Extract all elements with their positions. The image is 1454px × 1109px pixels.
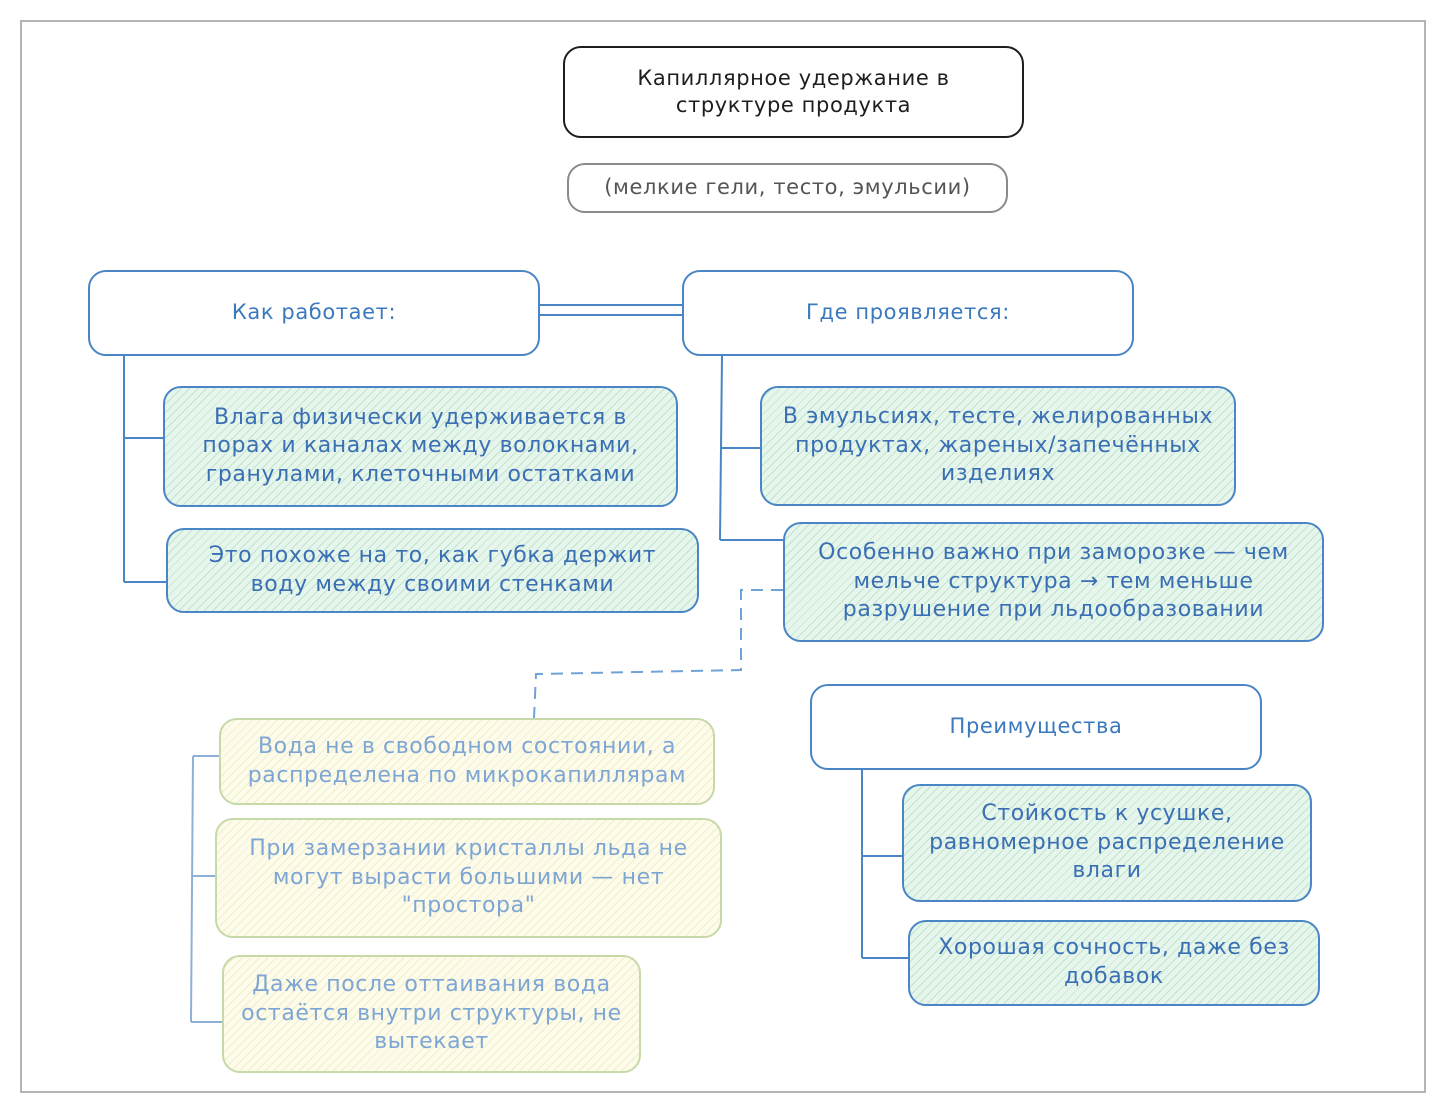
how-item-1-text: Влага физически удерживается в порах и к… — [202, 404, 639, 487]
freeze-item-2: При замерзании кристаллы льда не могут в… — [215, 818, 722, 938]
subtitle-text: (мелкие гели, тесто, эмульсии) — [604, 175, 971, 200]
connector-where-tree — [719, 355, 783, 541]
freeze-item-2-text: При замерзании кристаллы льда не могут в… — [249, 836, 688, 919]
how-header-box: Как работает: — [88, 270, 540, 356]
freeze-item-3-text: Даже после оттаивания вода остаётся внут… — [241, 972, 622, 1055]
connector-how-where — [540, 304, 682, 316]
connector-freeze-dashed — [533, 589, 783, 719]
advantages-item-1: Стойкость к усушке, равномерное распреде… — [902, 784, 1312, 902]
where-item-2: Особенно важно при заморозке — чем мельч… — [783, 522, 1324, 642]
how-item-1: Влага физически удерживается в порах и к… — [163, 386, 678, 507]
title-text: Капиллярное удержание в структуре продук… — [637, 65, 950, 117]
freeze-item-1-text: Вода не в свободном состоянии, а распред… — [247, 733, 687, 788]
how-header-text: Как работает: — [231, 300, 397, 325]
advantages-item-2-text: Хорошая сочность, даже без добавок — [938, 935, 1290, 989]
where-header-box: Где проявляется: — [682, 270, 1134, 356]
where-header-text: Где проявляется: — [806, 300, 1010, 325]
how-item-2-text: Это похоже на то, как губка держит воду … — [208, 542, 657, 597]
connector-advantages-tree — [861, 770, 908, 959]
freeze-item-3: Даже после оттаивания вода остаётся внут… — [222, 955, 641, 1073]
where-item-2-text: Особенно важно при заморозке — чем мельч… — [818, 540, 1289, 623]
advantages-header-box: Преимущества — [810, 684, 1262, 770]
freeze-item-1: Вода не в свободном состоянии, а распред… — [219, 718, 715, 805]
where-item-1-text: В эмульсиях, тесте, желированных продукт… — [782, 404, 1214, 487]
how-item-2: Это похоже на то, как губка держит воду … — [166, 528, 699, 613]
diagram-frame — [20, 20, 1426, 1093]
connector-how-tree — [123, 356, 166, 583]
subtitle-box: (мелкие гели, тесто, эмульсии) — [567, 163, 1008, 213]
advantages-header-text: Преимущества — [949, 714, 1123, 739]
title-box: Капиллярное удержание в структуре продук… — [563, 46, 1024, 138]
where-item-1: В эмульсиях, тесте, желированных продукт… — [760, 386, 1236, 506]
advantages-item-2: Хорошая сочность, даже без добавок — [908, 920, 1320, 1006]
connector-freeze-tree — [190, 755, 222, 1023]
advantages-item-1-text: Стойкость к усушке, равномерное распреде… — [929, 801, 1285, 884]
